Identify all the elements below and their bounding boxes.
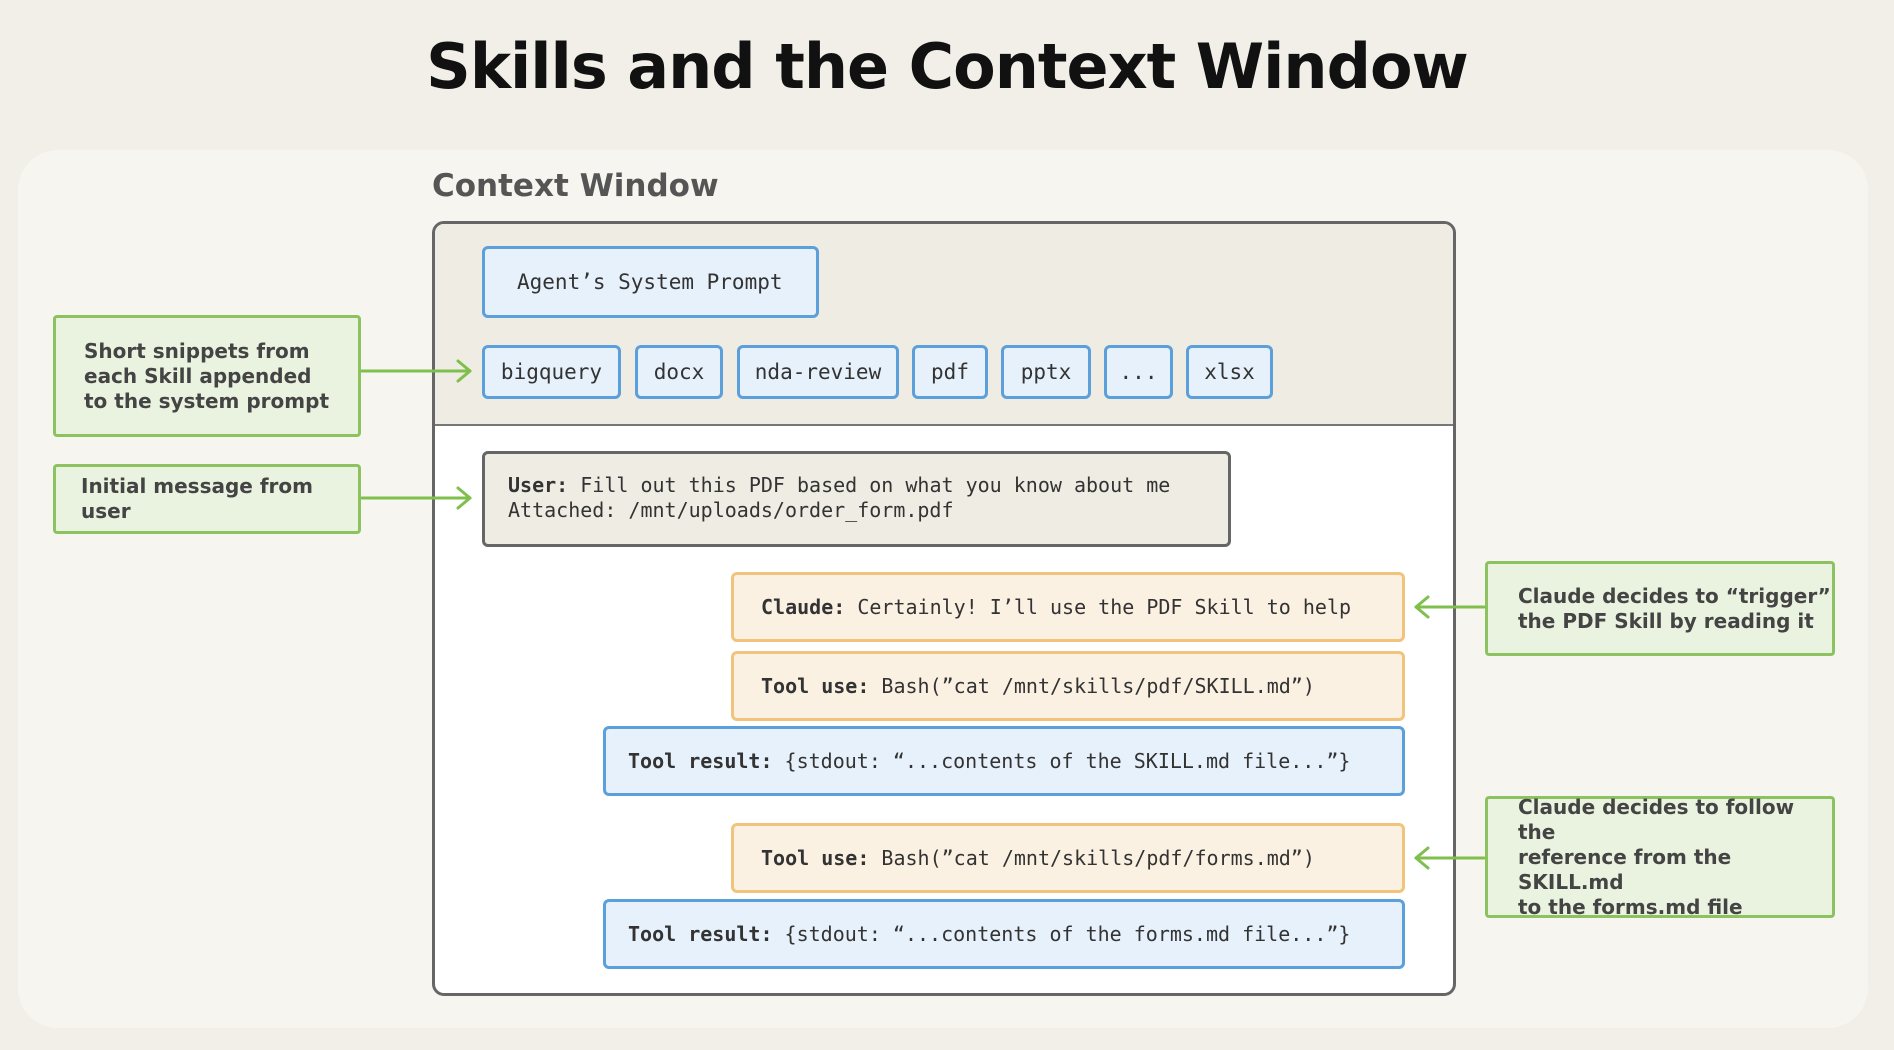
annotation-snippets: Short snippets from each Skill appended …	[53, 315, 361, 437]
annotation-line: to the forms.md file	[1518, 894, 1743, 919]
tool-result-box: Tool result: {stdout: “...contents of th…	[603, 726, 1405, 796]
annotation-line: to the system prompt	[84, 388, 329, 413]
annotation-line: reference from the SKILL.md	[1518, 844, 1732, 894]
skill-chip-more: ...	[1104, 345, 1173, 399]
skill-chip-pptx: pptx	[1001, 345, 1091, 399]
user-message-text: Fill out this PDF based on what you know…	[568, 473, 1171, 497]
claude-message-box: Claude: Certainly! I’ll use the PDF Skil…	[731, 572, 1405, 642]
skill-label: docx	[653, 360, 705, 384]
arrow-follow-to-tool-use	[1414, 846, 1486, 870]
message-text: {stdout: “...contents of the forms.md fi…	[772, 922, 1351, 946]
skill-label: xlsx	[1204, 360, 1255, 384]
message-label: Tool result:	[628, 749, 773, 773]
skill-label: pptx	[1020, 360, 1072, 384]
message-label: Tool use:	[761, 846, 870, 870]
system-prompt-label: Agent’s System Prompt	[517, 270, 783, 294]
message-label: Tool use:	[761, 674, 870, 698]
skill-label: bigquery	[500, 360, 603, 384]
annotation-line: Claude decides to “trigger”	[1518, 583, 1831, 608]
skill-chip-xlsx: xlsx	[1186, 345, 1273, 399]
user-label: User:	[508, 473, 569, 497]
arrow-snippets-to-skills	[360, 359, 472, 383]
skill-label: pdf	[931, 360, 969, 384]
skill-label: nda-review	[754, 360, 882, 384]
skill-chip-bigquery: bigquery	[482, 345, 621, 399]
message-text: {stdout: “...contents of the SKILL.md fi…	[772, 749, 1351, 773]
user-attachment-text: Attached: /mnt/uploads/order_form.pdf	[508, 498, 954, 522]
message-text: Bash(”cat /mnt/skills/pdf/forms.md”)	[869, 846, 1315, 870]
skill-label: ...	[1119, 360, 1158, 384]
page-title: Skills and the Context Window	[426, 30, 1469, 103]
arrow-trigger-to-claude	[1414, 595, 1486, 619]
message-label: Claude:	[761, 595, 846, 619]
message-text: Bash(”cat /mnt/skills/pdf/SKILL.md”)	[869, 674, 1315, 698]
system-prompt-box: Agent’s System Prompt	[482, 246, 819, 318]
message-text: Certainly! I’ll use the PDF Skill to hel…	[845, 595, 1352, 619]
annotation-line: Claude decides to follow the	[1518, 794, 1795, 844]
tool-result-box: Tool result: {stdout: “...contents of th…	[603, 899, 1405, 969]
skill-chip-nda-review: nda-review	[737, 345, 899, 399]
annotation-line: Short snippets from	[84, 338, 310, 363]
message-label: Tool result:	[628, 922, 773, 946]
tool-use-box: Tool use: Bash(”cat /mnt/skills/pdf/SKIL…	[731, 651, 1405, 721]
arrow-user-to-message	[360, 486, 472, 510]
annotation-line: Initial message from user	[81, 474, 313, 523]
annotation-line: the PDF Skill by reading it	[1518, 608, 1814, 633]
annotation-trigger: Claude decides to “trigger” the PDF Skil…	[1485, 561, 1835, 656]
context-window-heading: Context Window	[432, 168, 719, 204]
annotation-initial-message: Initial message from user	[53, 464, 361, 534]
user-message-box: User: Fill out this PDF based on what yo…	[482, 451, 1231, 547]
skill-chip-docx: docx	[635, 345, 723, 399]
skill-chip-pdf: pdf	[912, 345, 988, 399]
annotation-follow-reference: Claude decides to follow the reference f…	[1485, 794, 1835, 919]
tool-use-box: Tool use: Bash(”cat /mnt/skills/pdf/form…	[731, 823, 1405, 893]
annotation-line: each Skill appended	[84, 363, 312, 388]
